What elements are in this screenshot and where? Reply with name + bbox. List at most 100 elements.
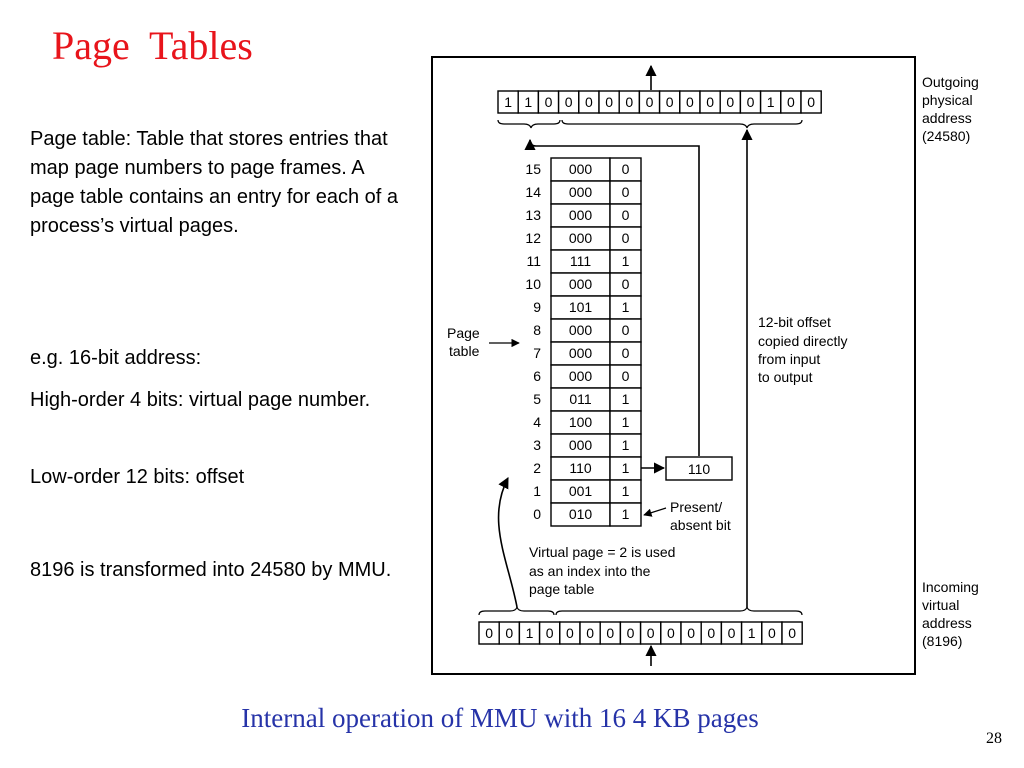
page-table-index: 12 (525, 230, 541, 246)
page-table-index: 13 (525, 207, 541, 223)
present-bit-cell (609, 502, 642, 527)
page-table-index: 5 (533, 391, 541, 407)
page-table-index: 8 (533, 322, 541, 338)
present-bit-value: 0 (622, 207, 630, 223)
page-table-index: 2 (533, 460, 541, 476)
outgoing-bit-value: 1 (524, 94, 532, 110)
figure-caption: Internal operation of MMU with 16 4 KB p… (241, 703, 759, 733)
example-line: e.g. 16-bit address: (30, 347, 202, 369)
page-table-definition: Page table: Table that stores entries th… (30, 128, 399, 237)
outgoing-bit-value: 1 (504, 94, 512, 110)
present-bit-value: 1 (622, 299, 630, 315)
page-frame-value: 001 (569, 483, 593, 499)
incoming-bit-value: 0 (788, 625, 796, 641)
virtual-page-note-line3: page table (529, 581, 595, 597)
outgoing-frame-brace (497, 119, 561, 129)
outgoing-label-line3: address (922, 110, 972, 126)
incoming-bit-value: 0 (728, 625, 736, 641)
page-table-index: 0 (533, 506, 541, 522)
incoming-bit-value: 0 (606, 625, 614, 641)
page-table-index: 3 (533, 437, 541, 453)
present-bit-value: 1 (622, 253, 630, 269)
page-frame-value: 100 (569, 414, 593, 430)
incoming-bit-value: 0 (647, 625, 655, 641)
outgoing-bit-value: 0 (565, 94, 573, 110)
page-frame-value: 000 (569, 368, 593, 384)
virtual-page-note-line2: as an index into the (529, 563, 651, 579)
present-bit-value: 1 (622, 483, 630, 499)
present-bit-value: 1 (622, 437, 630, 453)
incoming-bit-value: 0 (485, 625, 493, 641)
outgoing-label-line4: (24580) (922, 128, 970, 144)
outgoing-bit-value: 0 (666, 94, 674, 110)
outgoing-bit-value: 0 (686, 94, 694, 110)
outgoing-bit-value: 0 (726, 94, 734, 110)
present-bit-value: 1 (622, 391, 630, 407)
page-frame-value: 000 (569, 184, 593, 200)
present-bit-value: 0 (622, 230, 630, 246)
frame-copy-arrow (524, 138, 700, 456)
frame-output-value: 110 (688, 461, 711, 477)
page-table-label-line2: table (449, 343, 480, 359)
incoming-bit-value: 0 (707, 625, 715, 641)
offset-note-line3: from input (758, 351, 820, 367)
incoming-bit-value: 0 (627, 625, 635, 641)
outgoing-bit-value: 0 (787, 94, 795, 110)
slide-title: Page Tables (52, 23, 253, 68)
present-bit-label-line2: absent bit (670, 517, 731, 533)
outgoing-bit-value: 0 (747, 94, 755, 110)
incoming-bit-value: 1 (748, 625, 756, 641)
incoming-bit-value: 0 (586, 625, 594, 641)
present-bit-arrow (643, 507, 667, 517)
frame-output-box (665, 456, 733, 481)
diagram-frame (431, 56, 916, 675)
present-bit-value: 0 (622, 276, 630, 292)
present-bit-value: 1 (622, 506, 630, 522)
page-table-index: 11 (526, 253, 541, 269)
page-frame-value: 101 (569, 299, 593, 315)
page-frame-value: 000 (569, 437, 593, 453)
page-frame-value: 000 (569, 345, 593, 361)
present-bit-value: 0 (622, 345, 630, 361)
present-bit-label-line1: Present/ (670, 499, 722, 515)
incoming-bit-value: 0 (546, 625, 554, 641)
page-table-index: 14 (525, 184, 541, 200)
page-table-index: 9 (533, 299, 541, 315)
present-bit-value: 0 (622, 322, 630, 338)
outgoing-label-line2: physical (922, 92, 973, 108)
page-frame-value: 000 (569, 322, 593, 338)
outgoing-bit-cell (800, 90, 822, 114)
page-table-index: 6 (533, 368, 541, 384)
incoming-bit-value: 0 (505, 625, 513, 641)
page-frame-value: 000 (569, 161, 593, 177)
index-arrow (497, 477, 518, 608)
page-table-index: 4 (533, 414, 541, 430)
incoming-bit-value: 0 (687, 625, 695, 641)
high-order-bits-line: High-order 4 bits: virtual page number. (30, 389, 371, 411)
offset-note-line1: 12-bit offset (758, 314, 831, 330)
page-frame-value: 110 (569, 460, 592, 476)
incoming-label-line1: Incoming (922, 579, 979, 595)
offset-note-line4: to output (758, 369, 813, 385)
page-frame-value: 000 (569, 276, 593, 292)
outgoing-bit-value: 0 (545, 94, 553, 110)
incoming-bit-value: 0 (566, 625, 574, 641)
low-order-bits-line: Low-order 12 bits: offset (30, 466, 245, 488)
page-table-index: 15 (525, 161, 541, 177)
present-bit-value: 0 (622, 184, 630, 200)
outgoing-bit-value: 0 (706, 94, 714, 110)
page-table-index: 7 (533, 345, 541, 361)
incoming-label-line2: virtual (922, 597, 959, 613)
outgoing-bit-value: 1 (767, 94, 775, 110)
incoming-label-line3: address (922, 615, 972, 631)
outgoing-offset-brace (561, 119, 803, 129)
present-bit-value: 1 (622, 460, 630, 476)
virtual-page-note-line1: Virtual page = 2 is used (529, 544, 675, 560)
page-frame-value: 010 (569, 506, 593, 522)
outgoing-bit-value: 0 (585, 94, 593, 110)
offset-note-line2: copied directly (758, 333, 848, 349)
slide-number: 28 (986, 730, 1002, 747)
